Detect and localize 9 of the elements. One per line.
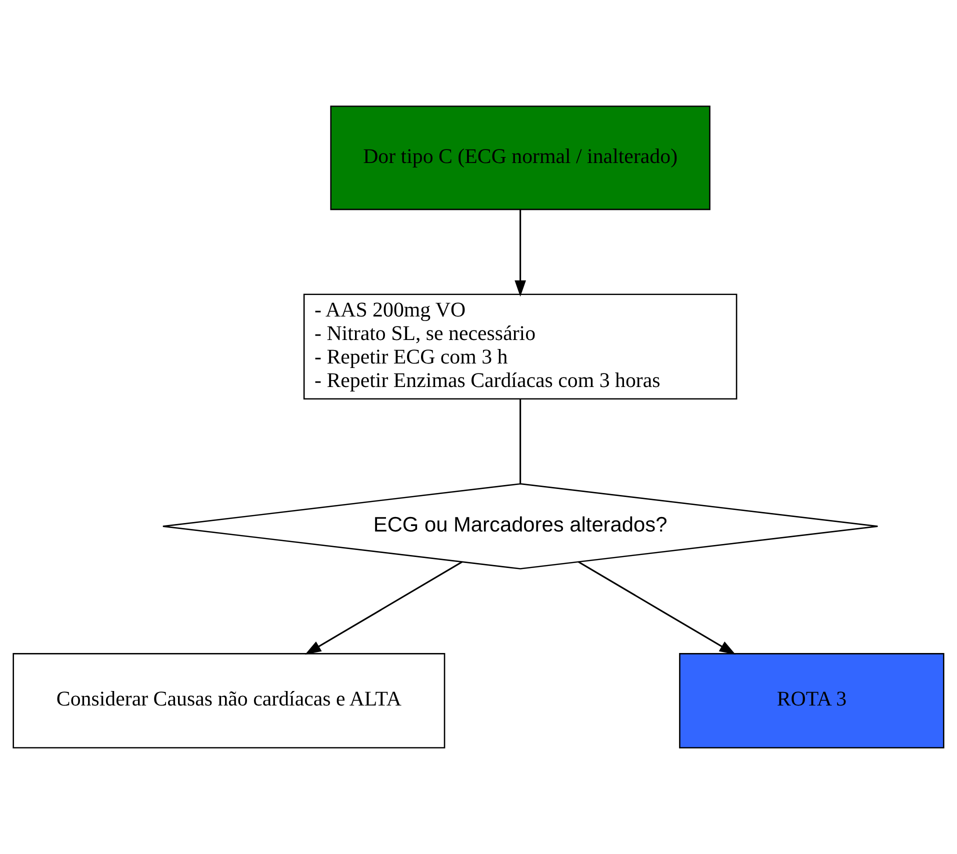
node-diamond: ECG ou Marcadores alterados?: [162, 483, 878, 570]
node-box: - AAS 200mg VO - Nitrato SL, se necessário - Repetir ECG com 3 h - Repetir Enzimas Cardíacas com 3 horas: [303, 294, 738, 400]
arrow: [304, 561, 462, 655]
node-box: ROTA 3: [679, 653, 944, 748]
arrow: [514, 210, 526, 297]
node-box: Considerar Causas não cardíacas e ALTA: [12, 653, 446, 748]
connector: [520, 399, 522, 484]
arrow: [578, 561, 736, 655]
node-box: Dor tipo C (ECG normal / inalterado): [330, 106, 710, 210]
